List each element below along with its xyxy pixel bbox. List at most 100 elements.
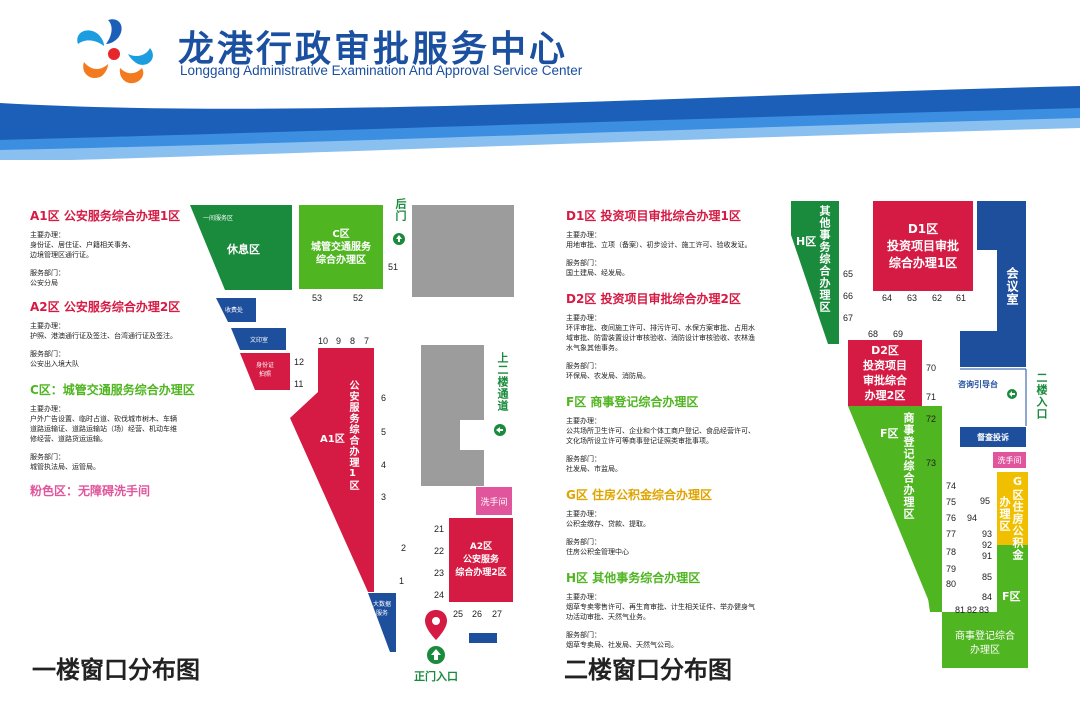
window-65: 65	[843, 269, 854, 279]
window-66: 66	[843, 291, 854, 301]
window-5: 5	[381, 427, 387, 437]
window-82: 82	[967, 605, 978, 615]
window-77: 77	[946, 529, 957, 539]
window-12: 12	[294, 357, 305, 367]
legend-line: 住房公积金管理中心	[566, 548, 629, 556]
toilet-shape	[476, 487, 512, 515]
window-3: 3	[381, 492, 387, 502]
window-85: 85	[982, 572, 993, 582]
header-banner: 龙港行政审批服务中心 Longgang Administrative Exami…	[0, 0, 1080, 160]
legend-line: 服务部门：	[30, 350, 65, 358]
window-1: 1	[399, 576, 405, 586]
print-label: 文印室	[250, 337, 269, 344]
legend-line: 主要办理：	[566, 314, 601, 322]
rest-small-label: 一间服务区	[203, 215, 234, 222]
window-75: 75	[946, 497, 957, 507]
window-62: 62	[932, 293, 943, 303]
legend-line: 域审批、防雷装置设计审核验收、消防设计审核验收、农林渔	[566, 334, 755, 342]
window-73: 73	[926, 458, 937, 468]
g-label: G区住房公积金	[1011, 475, 1024, 561]
window-27: 27	[492, 609, 503, 619]
window-11: 11	[294, 379, 304, 389]
floor1-label: 一楼窗口分布图	[32, 656, 200, 684]
legend-line: 身份证、居住证、户籍相关事务、	[30, 241, 135, 249]
legend-line: 主要办理：	[566, 510, 601, 518]
f-label: 商事登记综合办理区	[902, 412, 915, 520]
legend-line: 道路运输证、道路运输站（场）经营、机动车维	[30, 425, 177, 433]
window-7: 7	[364, 336, 370, 346]
d1-shape	[873, 201, 973, 291]
window-25: 25	[453, 609, 464, 619]
rest-label: 休息区	[227, 243, 260, 256]
d2-zone: D2区 投资项目 审批综合 办理2区	[863, 344, 907, 402]
legend-line: 社发局、市监局。	[566, 465, 622, 473]
legend-line: 城管执法局、运管局。	[30, 463, 100, 471]
legend-a2-body: 主要办理： 护照、港澳通行证及签注、台湾通行证及签注。 服务部门： 公安出入境大…	[30, 321, 225, 369]
legend-line: 功活动审批、天然气业务。	[566, 613, 650, 621]
window-94: 94	[967, 513, 978, 523]
back-door-label: 后门	[394, 198, 407, 222]
legend-line: 主要办理：	[30, 405, 65, 413]
window-74: 74	[946, 481, 957, 491]
h-zone-shape	[791, 201, 839, 344]
floor2-label: 二楼窗口分布图	[564, 656, 732, 684]
meeting-label: 会议室	[1005, 267, 1019, 306]
window-72: 72	[926, 414, 937, 424]
h-label: 其他事务综合办理区	[818, 205, 831, 313]
legend-line: 公共场所卫生许可、企业和个体工商户登记、食品经营许可、	[566, 427, 755, 435]
legend-line: 边境管理区通行证。	[30, 251, 93, 259]
header-subtitle: Longgang Administrative Examination And …	[180, 63, 583, 78]
window-22: 22	[434, 546, 445, 556]
window-61: 61	[956, 293, 967, 303]
window-69: 69	[893, 329, 904, 339]
legend-a2-title: A2区 公安服务综合办理2区	[30, 300, 181, 314]
legend-line: 服务部门：	[566, 362, 601, 370]
window-23: 23	[434, 568, 445, 578]
logo-icon	[77, 19, 153, 84]
window-71: 71	[926, 392, 937, 402]
legend-line: 服务部门：	[30, 453, 65, 461]
window-2: 2	[401, 543, 407, 553]
window-83: 83	[979, 605, 990, 615]
legend-line: 水气象其他事务。	[566, 344, 622, 352]
window-81: 81	[955, 605, 966, 615]
window-78: 78	[946, 547, 957, 557]
legend-line: 主要办理：	[30, 231, 65, 239]
window-92: 92	[982, 540, 993, 550]
legend-line: 护照、港澳通行证及签注、台湾通行证及签注。	[30, 332, 177, 340]
stairs-label: 上二楼通道	[496, 352, 509, 412]
legend-line: 环保局、农发局、消防局。	[566, 372, 650, 380]
blue-box-shape	[960, 331, 1026, 367]
toilet-zone: 洗手间	[480, 497, 508, 508]
window-68: 68	[868, 329, 879, 339]
legend-line: 烟草专卖局、社发局、天然气公司。	[566, 641, 678, 649]
f-tag: F区	[880, 427, 899, 440]
window-84: 84	[982, 592, 993, 602]
g-zone-shape	[997, 472, 1028, 545]
d1-zone: D1区 投资项目审批 综合办理1区	[886, 221, 959, 270]
rest-area-shape	[190, 205, 292, 290]
window-67: 67	[843, 313, 854, 323]
window-76: 76	[946, 513, 957, 523]
window-51: 51	[388, 262, 399, 272]
legend-h-title: H区 其他事务综合办理区	[566, 571, 701, 585]
legend-f-title: F区 商事登记综合办理区	[566, 395, 699, 409]
legend-c-title: C区：城管交通服务综合办理区	[30, 383, 195, 397]
legend-pink-note: 粉色区：无障碍洗手间	[30, 484, 151, 498]
floor2-entrance-label: 二楼入口	[1035, 372, 1048, 420]
toilet2-zone: 洗手间	[997, 455, 1022, 465]
window-95: 95	[980, 496, 991, 506]
legend-line: 主要办理：	[566, 417, 601, 425]
g-tag: 办理区	[998, 496, 1011, 532]
legend-g-title: G区 住房公积金综合办理区	[566, 488, 713, 502]
f-zone-mid	[900, 406, 942, 612]
window-64: 64	[882, 293, 893, 303]
header-title: 龙港行政审批服务中心	[178, 29, 569, 70]
legend-line: 主要办理：	[566, 231, 601, 239]
legend-c-body: 主要办理： 户外广告设置、临时占道、砍伐城市树木、车辆 道路运输证、道路运输站（…	[30, 404, 225, 472]
h-tag: H区	[796, 235, 817, 248]
guide-desk-shape	[469, 633, 497, 643]
legend-line: 环评审批、夜间施工许可、排污许可、水保方案审批、占用水	[566, 324, 755, 332]
a2-zone: A2区 公安服务 综合办理2区	[455, 541, 507, 578]
